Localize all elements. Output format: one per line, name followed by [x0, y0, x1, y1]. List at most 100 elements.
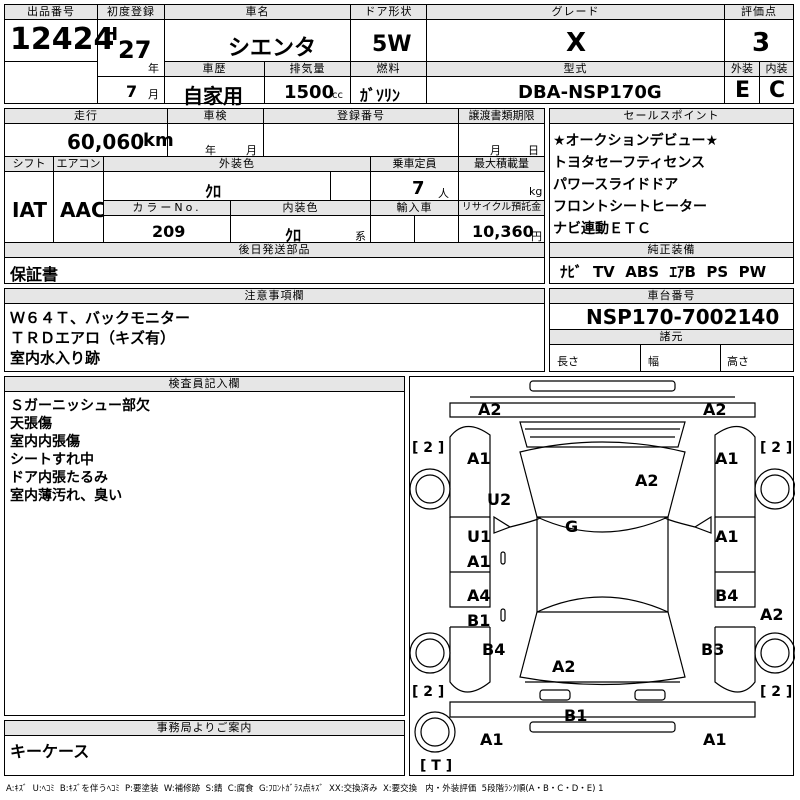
color-label: 外装色	[104, 157, 370, 172]
tire-fr-tread: [ 2 ]	[760, 440, 793, 456]
car-name: シエンタ	[228, 36, 317, 61]
mark-rear-bumper-center: B1	[564, 706, 588, 725]
int-color-unit: 系	[355, 230, 366, 243]
mark-windshield: G	[565, 517, 579, 536]
damage-diagram	[409, 376, 795, 776]
notes-block	[4, 288, 545, 372]
mark-front-right-corner: A2	[703, 400, 727, 419]
inspector-line-4: シートすれ中	[10, 452, 94, 468]
mark-left-rear-quarter: B4	[482, 640, 506, 659]
chassis-number: NSP170-7002140	[586, 305, 780, 329]
mileage-unit: km	[143, 130, 174, 151]
spare-tire: [ T ]	[420, 758, 453, 774]
office-block	[4, 720, 405, 776]
inspector-line-3: 室内内張傷	[10, 434, 80, 450]
shift: IAT	[12, 198, 48, 222]
chassis-block	[549, 288, 794, 372]
interior-label: 内装	[760, 62, 793, 77]
mark-hood: A2	[635, 471, 659, 490]
transfer-label: 譲渡書類期限	[459, 109, 544, 124]
door-label: ドア形状	[351, 5, 426, 20]
specs-label: 諸元	[550, 330, 793, 345]
fuel-label: 燃料	[351, 62, 426, 77]
capacity: 7	[412, 178, 425, 199]
int-color: ｸﾛ	[285, 226, 302, 245]
history-label: 車歴	[165, 62, 264, 77]
car-outline	[410, 380, 795, 753]
color-no: 209	[152, 222, 186, 241]
inspection-year-unit: 年	[205, 144, 216, 157]
office-label: 事務局よりご案内	[5, 721, 404, 736]
displacement: 1500	[284, 82, 335, 103]
length-label: 長さ	[557, 355, 579, 368]
mileage-label: 走行	[5, 109, 167, 124]
color: ｸﾛ	[205, 182, 222, 201]
model-label: 型式	[427, 62, 724, 77]
reg-month-unit: 月	[148, 88, 159, 101]
capacity-unit: 人	[438, 187, 449, 200]
displacement-label: 排気量	[265, 62, 350, 77]
equipment-label: 純正装備	[550, 243, 793, 258]
fuel: ｶﾞｿﾘﾝ	[360, 86, 401, 105]
recycle-unit: 円	[531, 230, 542, 243]
height-label: 高さ	[727, 355, 749, 368]
exterior-label: 外装	[725, 62, 759, 77]
inspector-label: 検査員記入欄	[5, 377, 404, 392]
reg-year: 27	[118, 36, 152, 64]
tire-rr-tread: [ 2 ]	[760, 684, 793, 700]
era: H	[103, 24, 119, 45]
recycle-label: リサイクル預託金	[459, 201, 544, 216]
model: DBA-NSP170G	[518, 82, 662, 103]
header-block	[4, 4, 794, 104]
mileage: 60,060	[67, 130, 145, 154]
grade-label: グレード	[427, 5, 724, 20]
inspector-line-5: ドア内張たるみ	[10, 470, 108, 486]
shift-label: シフト	[5, 157, 53, 172]
inspection-month-unit: 月	[246, 144, 257, 157]
legend: A:ｷｽﾞ U:ﾍｺﾐ B:ｷｽﾞを伴うﾍｺﾐ P:要塗装 W:補修跡 S:錆 …	[6, 784, 604, 794]
notes-line-3: 室内水入り跡	[10, 349, 101, 367]
width-label: 幅	[648, 355, 659, 368]
sales-points-label: セールスポイント	[550, 109, 793, 124]
displacement-unit: cc	[332, 90, 343, 101]
car-name-label: 車名	[165, 5, 350, 20]
reg-no-label: 登録番号	[264, 109, 458, 124]
int-color-label: 内装色	[231, 201, 370, 216]
interior-grade: C	[769, 78, 786, 103]
mark-right-rear-quarter: B3	[701, 640, 725, 659]
inspector-block	[4, 376, 405, 716]
mark-left-front-pillar: U2	[487, 490, 512, 509]
equipment: ﾅﾋﾞ TV ABS ｴｱB PS PW	[560, 263, 767, 281]
tire-fl-tread: [ 2 ]	[412, 440, 445, 456]
lot-number-label: 出品番号	[5, 5, 97, 20]
sales-point-5: ナビ連動ＥＴＣ	[553, 221, 651, 237]
sales-point-3: パワースライドドア	[553, 177, 679, 193]
mark-right-fender: A1	[715, 449, 739, 468]
ac-label: エアコン	[54, 157, 103, 172]
recycle-fee: 10,360	[472, 222, 534, 241]
lot-number: 12424	[10, 22, 115, 57]
mark-right-side: A2	[760, 605, 784, 624]
mark-front-left-corner: A2	[478, 400, 502, 419]
reg-year-unit: 年	[148, 62, 159, 75]
notes-label: 注意事項欄	[5, 289, 544, 304]
import-label: 輸入車	[371, 201, 458, 216]
mark-left-front-door-1: U1	[467, 527, 492, 546]
tire-rl-tread: [ 2 ]	[412, 684, 445, 700]
door-type: 5W	[372, 32, 412, 57]
sales-point-4: フロントシートヒーター	[553, 199, 707, 215]
mark-right-front-door: A1	[715, 527, 739, 546]
mark-left-fender: A1	[467, 449, 491, 468]
mark-left-rear-door-1: A4	[467, 586, 491, 605]
transfer-month-unit: 月	[490, 144, 501, 157]
office-note: キーケース	[10, 742, 90, 761]
mark-rear-left-corner: A1	[480, 730, 504, 749]
first-reg-label: 初度登録	[98, 5, 164, 20]
inspector-line-1: Ｓガーニッシュー部欠	[10, 398, 150, 414]
score: 3	[752, 28, 771, 58]
inspector-line-2: 天張傷	[10, 416, 52, 432]
max-load-unit: kg	[529, 185, 543, 198]
grade: X	[566, 28, 587, 58]
chassis-label: 車台番号	[550, 289, 793, 304]
transfer-day-unit: 日	[528, 144, 539, 157]
